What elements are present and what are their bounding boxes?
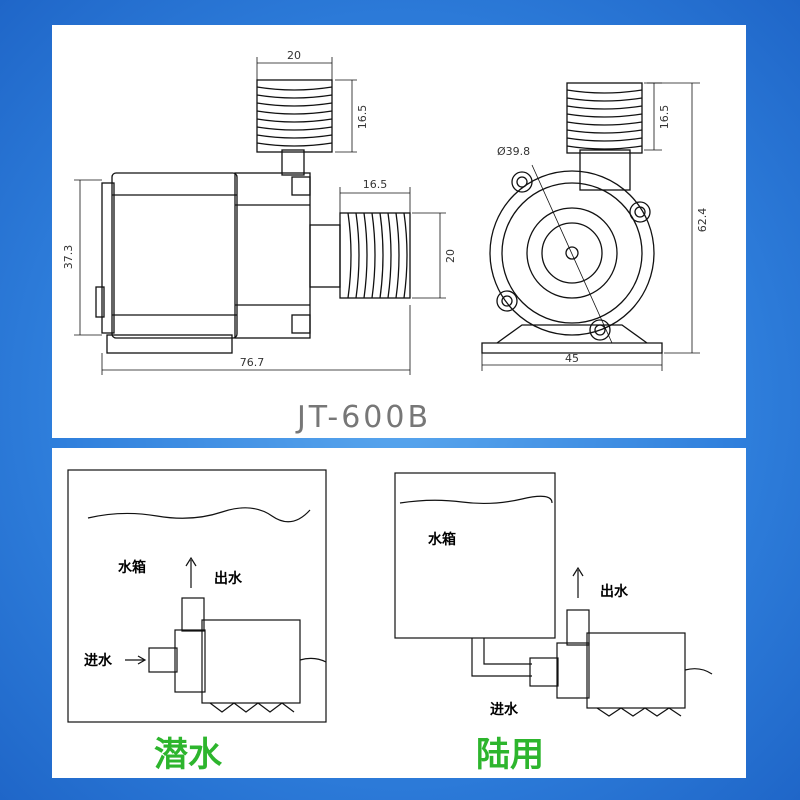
front-view: [481, 82, 663, 354]
submerged-title: 潜水: [154, 735, 223, 775]
dim-diameter: Ø39.8: [497, 145, 530, 158]
submerged-water-line: [87, 507, 311, 523]
land-pump: [529, 609, 713, 717]
submerged-outlet-label: 出水: [214, 570, 243, 587]
dim-total-length: 76.7: [240, 356, 265, 369]
land-water-line: [399, 495, 553, 505]
dim-body-height: 37.3: [62, 245, 75, 270]
land-inlet-label: 进水: [490, 701, 519, 718]
dim-inlet-width: 20: [444, 249, 457, 263]
side-dimension-lines: [74, 57, 446, 375]
land-tank: [394, 472, 556, 639]
land-outlet-label: 出水: [600, 583, 629, 600]
side-base-plate: [106, 334, 233, 354]
dim-total-height: 62.4: [696, 208, 709, 233]
model-label: JT-600B: [295, 400, 431, 435]
submerged-pump: [148, 597, 327, 713]
side-inlet-thread: [339, 212, 411, 299]
side-motor-body: [111, 172, 238, 339]
land-tank-label: 水箱: [428, 531, 456, 548]
submerged-tank-label: 水箱: [118, 559, 146, 576]
technical-drawing: 20 16.5 16.5 20 37.3 76.7 Ø39.8 16.5 62.…: [62, 49, 709, 435]
land-pipe: [471, 638, 532, 677]
technical-drawing-panel: 20 16.5 16.5 20 37.3 76.7 Ø39.8 16.5 62.…: [52, 25, 746, 438]
dim-side-outlet-height: 16.5: [658, 105, 671, 130]
dim-outlet-height: 16.5: [356, 105, 369, 130]
front-dimension-lines: [481, 82, 700, 371]
dim-base-width: 45: [565, 352, 579, 365]
side-back-cap: [101, 182, 115, 334]
installation-panel: 水箱 出水 进水 潜水 水箱 出水 进水 陆用: [52, 448, 746, 778]
installation-diagram: 水箱 出水 进水 潜水 水箱 出水 进水 陆用: [67, 469, 713, 775]
side-outlet-thread: [256, 79, 333, 153]
submerged-tank: [67, 469, 327, 723]
submerged-inlet-label: 进水: [84, 652, 113, 669]
dim-inlet-length: 16.5: [363, 178, 388, 191]
side-pump-head: [234, 172, 311, 339]
land-title: 陆用: [476, 735, 544, 775]
dim-outlet-width: 20: [287, 49, 301, 62]
